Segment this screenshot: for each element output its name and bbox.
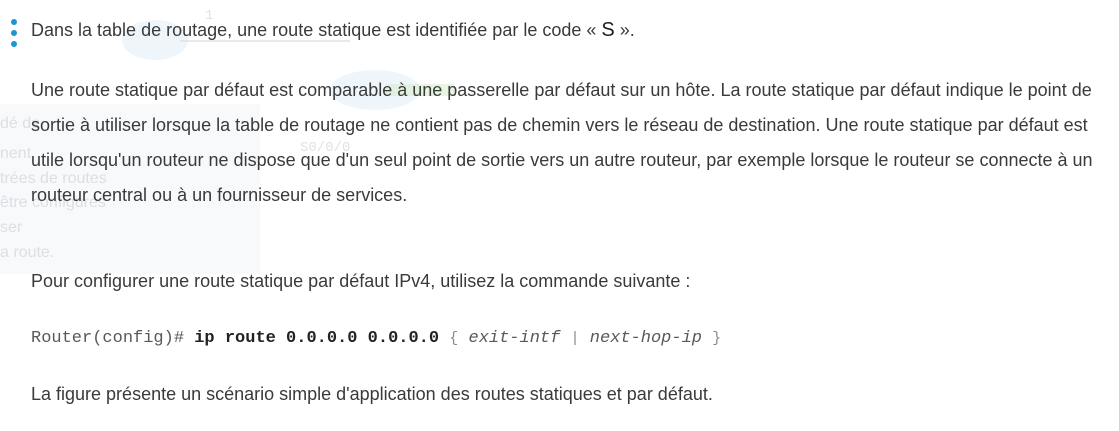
ghost-text-line: nent xyxy=(0,145,32,162)
command-syntax: Router(config)# ip route 0.0.0.0 0.0.0.0… xyxy=(31,327,721,351)
figure-caption: La figure présente un scénario simple d'… xyxy=(31,384,713,404)
bullet-marker-icon xyxy=(11,19,17,47)
command-separator: | xyxy=(570,330,580,347)
default-route-definition-paragraph: Une route statique par défaut est compar… xyxy=(31,80,1093,205)
route-code-letter: S xyxy=(601,19,615,41)
command-arg-exit-intf: exit-intf xyxy=(468,329,561,348)
ghost-text-line: ser xyxy=(0,219,23,236)
intro-text: Dans la table de routage, une route stat… xyxy=(31,20,602,40)
command-close-brace: } xyxy=(712,330,722,347)
intro-text-end: ». xyxy=(614,20,635,40)
static-route-code-sentence: Dans la table de routage, une route stat… xyxy=(31,18,635,42)
config-intro-sentence: Pour configurer une route statique par d… xyxy=(31,271,691,291)
command-prompt: Router(config)# xyxy=(31,329,185,348)
ghost-text-line: a route. xyxy=(0,244,55,261)
command-arg-next-hop-ip: next-hop-ip xyxy=(589,329,702,348)
command-keywords: ip route 0.0.0.0 0.0.0.0 xyxy=(194,329,440,348)
command-open-brace: { xyxy=(449,330,459,347)
